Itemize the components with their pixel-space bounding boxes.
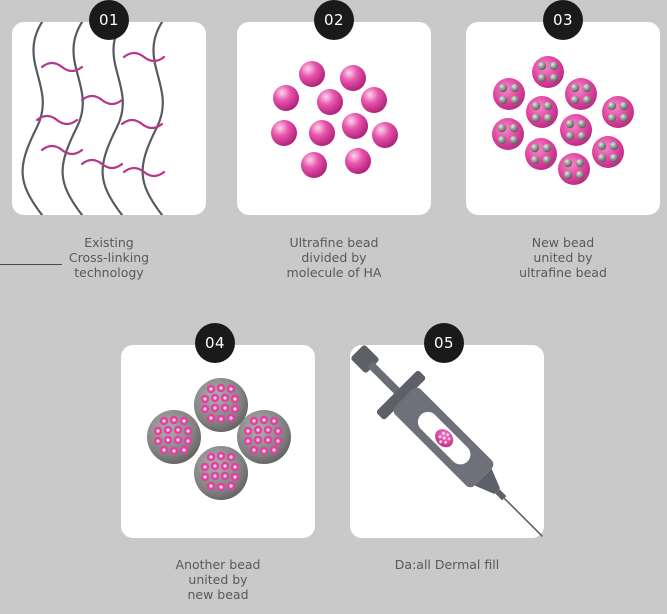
syringe-icon <box>350 345 544 538</box>
step-card-05 <box>350 345 544 538</box>
step-caption-02: Ultrafine bead divided by molecule of HA <box>234 235 434 280</box>
cross-linked-strands-icon <box>12 22 206 215</box>
step-caption-03: New bead united by ultrafine bead <box>463 235 663 280</box>
step-badge-03: 03 <box>543 0 583 40</box>
step-card-04 <box>121 345 315 538</box>
grey-spheres-cluster-icon <box>121 345 315 538</box>
step-badge-01: 01 <box>89 0 129 40</box>
new-bead-clusters-icon <box>466 22 660 215</box>
step-badge-02: 02 <box>314 0 354 40</box>
step-badge-05: 05 <box>424 323 464 363</box>
step-card-01 <box>12 22 206 215</box>
step-caption-01: Existing Cross-linking technology <box>9 235 209 280</box>
step-badge-04: 04 <box>195 323 235 363</box>
ultrafine-beads-icon <box>237 22 431 215</box>
step-caption-05: Da:all Dermal fill <box>347 557 547 572</box>
step-card-02 <box>237 22 431 215</box>
step-caption-04: Another bead united by new bead <box>118 557 318 602</box>
step-card-03 <box>466 22 660 215</box>
